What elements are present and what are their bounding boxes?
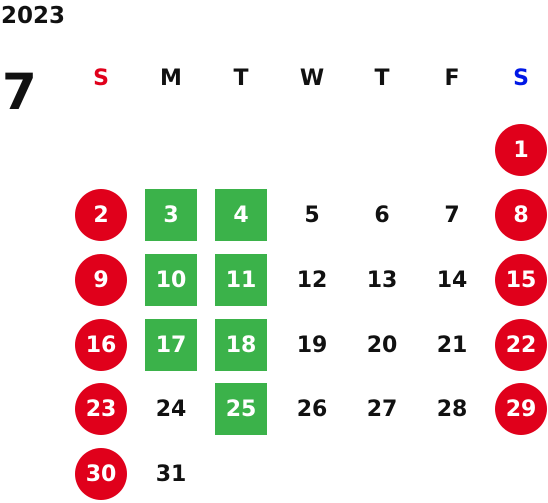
day-cell[interactable]: 24 xyxy=(155,396,187,422)
weekday-label: S xyxy=(93,66,109,91)
day-cell[interactable]: 25 xyxy=(215,383,267,435)
weekday-label: T xyxy=(374,66,390,91)
day-cell[interactable]: 18 xyxy=(215,319,267,371)
day-cell[interactable]: 26 xyxy=(296,396,328,422)
month-number: 7 xyxy=(2,63,37,121)
day-cell[interactable]: 6 xyxy=(374,202,390,228)
day-cell[interactable]: 7 xyxy=(444,202,460,228)
weekday-label: W xyxy=(299,66,325,91)
day-cell[interactable]: 27 xyxy=(366,396,398,422)
day-cell[interactable]: 9 xyxy=(75,254,127,306)
day-cell[interactable]: 16 xyxy=(75,319,127,371)
day-cell[interactable]: 21 xyxy=(436,332,468,358)
day-cell[interactable]: 11 xyxy=(215,254,267,306)
day-cell[interactable]: 2 xyxy=(75,189,127,241)
day-cell[interactable]: 15 xyxy=(495,254,547,306)
day-cell[interactable]: 14 xyxy=(436,267,468,293)
day-cell[interactable]: 4 xyxy=(215,189,267,241)
day-cell[interactable]: 5 xyxy=(304,202,320,228)
day-cell[interactable]: 29 xyxy=(495,383,547,435)
day-cell[interactable]: 19 xyxy=(296,332,328,358)
day-cell[interactable]: 28 xyxy=(436,396,468,422)
day-cell[interactable]: 20 xyxy=(366,332,398,358)
day-cell[interactable]: 3 xyxy=(145,189,197,241)
day-cell[interactable]: 31 xyxy=(155,461,187,487)
day-cell[interactable]: 17 xyxy=(145,319,197,371)
day-cell[interactable]: 23 xyxy=(75,383,127,435)
day-cell[interactable]: 8 xyxy=(495,189,547,241)
year-label: 2023 xyxy=(1,3,66,29)
day-cell[interactable]: 12 xyxy=(296,267,328,293)
weekday-label: T xyxy=(233,66,249,91)
weekday-label: F xyxy=(444,66,460,91)
day-cell[interactable]: 30 xyxy=(75,448,127,500)
weekday-label: S xyxy=(513,66,529,91)
day-cell[interactable]: 22 xyxy=(495,319,547,371)
weekday-label: M xyxy=(160,66,182,91)
day-cell[interactable]: 13 xyxy=(366,267,398,293)
day-cell[interactable]: 10 xyxy=(145,254,197,306)
day-cell[interactable]: 1 xyxy=(495,124,547,176)
